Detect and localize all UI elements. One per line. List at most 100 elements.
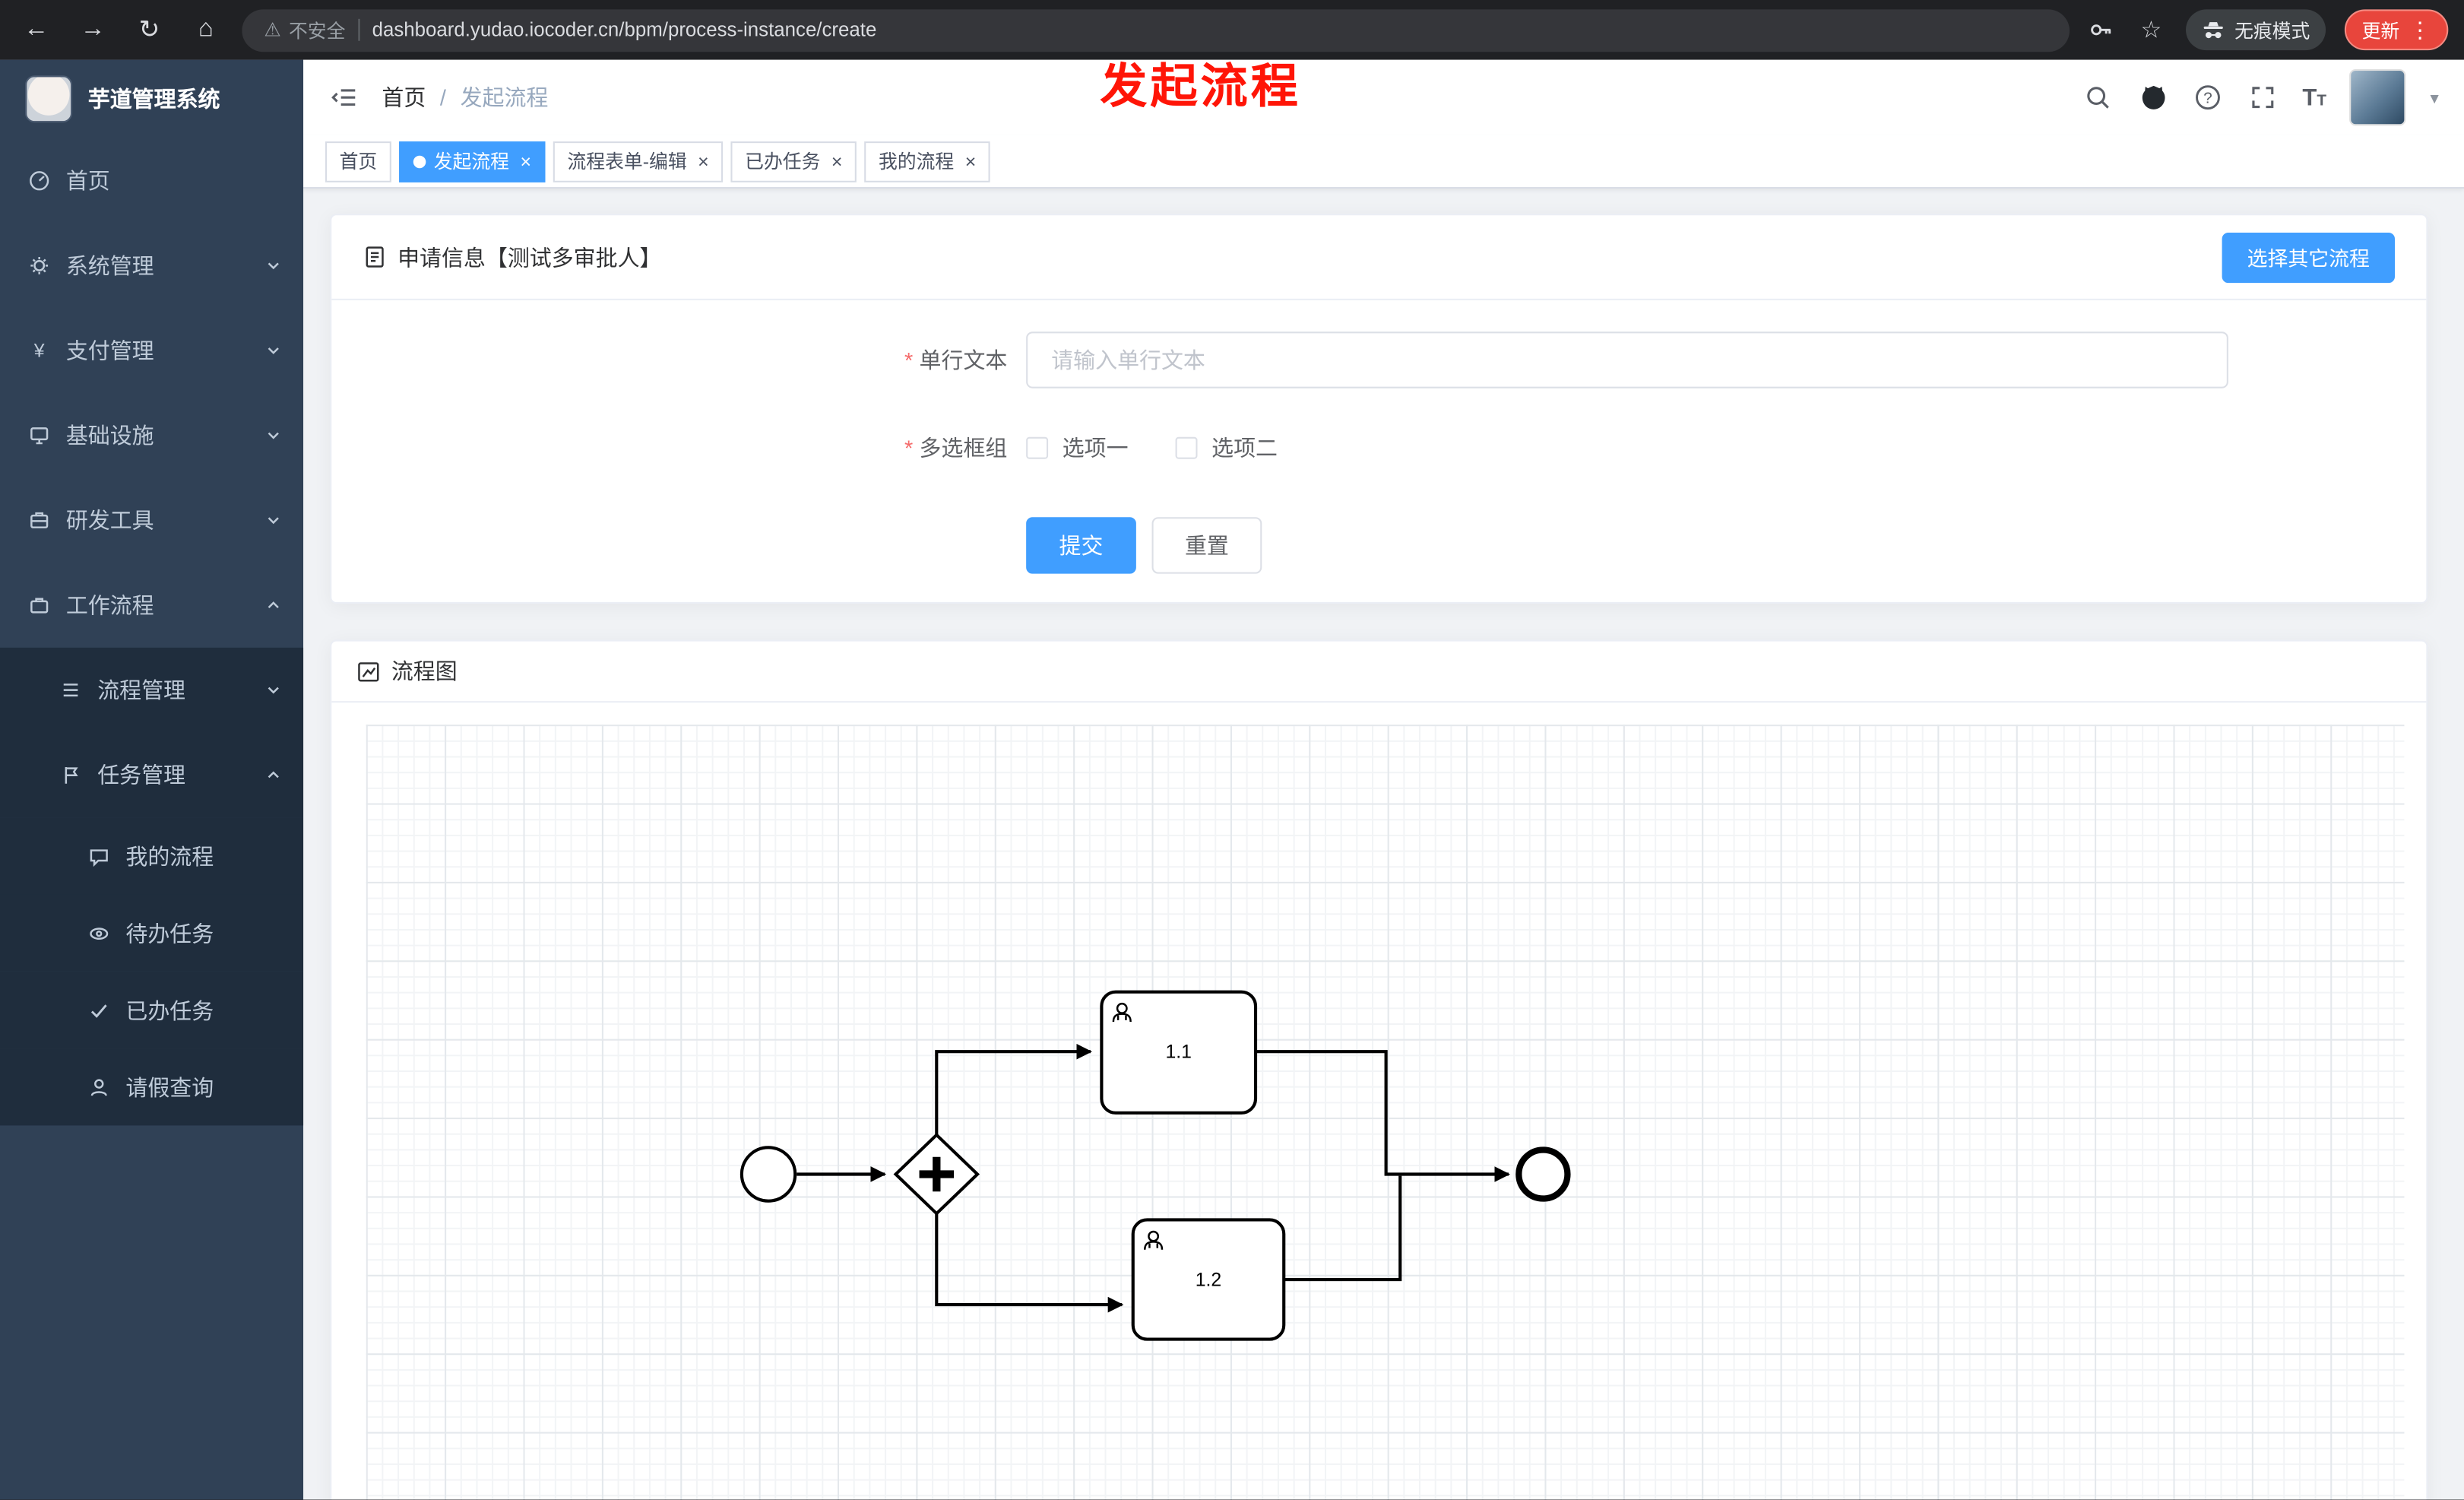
chevron-down-icon bbox=[268, 262, 279, 270]
bpmn-user-task-1-2[interactable]: 1.2 bbox=[1131, 1218, 1286, 1341]
forward-icon[interactable]: → bbox=[80, 15, 106, 43]
eye-icon bbox=[90, 927, 109, 939]
back-icon[interactable]: ← bbox=[24, 15, 49, 43]
incognito-label: 无痕模式 bbox=[2234, 19, 2310, 42]
document-icon bbox=[366, 246, 384, 268]
sidebar-item-payment-management[interactable]: ¥ 支付管理 bbox=[0, 308, 303, 393]
tab-done-tasks[interactable]: 已办任务 × bbox=[730, 141, 857, 182]
active-tab-dot bbox=[413, 154, 426, 168]
checkbox-group-label: *多选框组 bbox=[904, 435, 1008, 461]
reload-icon[interactable]: ↻ bbox=[138, 17, 160, 44]
browser-chrome: ← → ↻ ⌂ ⚠ 不安全 dashboard.yudao.iocoder.cn… bbox=[0, 0, 2464, 60]
help-icon[interactable]: ? bbox=[2193, 82, 2224, 113]
github-icon[interactable] bbox=[2137, 82, 2168, 113]
user-task-icon bbox=[1112, 1002, 1132, 1023]
checkbox-option-1[interactable]: 选项一 bbox=[1026, 433, 1129, 464]
bpmn-sequence-flow[interactable] bbox=[1256, 1050, 1510, 1182]
sidebar-item-leave-query[interactable]: 请假查询 bbox=[0, 1048, 304, 1126]
annotation-title: 发起流程 bbox=[1100, 61, 1301, 113]
sidebar-item-done-tasks[interactable]: 已办任务 bbox=[0, 971, 304, 1049]
sidebar-item-todo-tasks[interactable]: 待办任务 bbox=[0, 894, 304, 972]
bpmn-sequence-flow[interactable] bbox=[935, 1213, 1124, 1313]
reset-button[interactable]: 重置 bbox=[1151, 517, 1262, 574]
chevron-down-icon bbox=[268, 517, 279, 525]
app-title: 芋道管理系统 bbox=[87, 86, 220, 112]
chevron-down-icon bbox=[268, 687, 279, 694]
process-diagram-card: 流程图 bbox=[330, 639, 2428, 1500]
search-icon[interactable] bbox=[2082, 82, 2114, 113]
breadcrumb-current: 发起流程 bbox=[460, 84, 549, 110]
required-asterisk: * bbox=[904, 435, 914, 461]
update-button[interactable]: 更新 ⋮ bbox=[2344, 9, 2449, 51]
key-icon[interactable] bbox=[2086, 14, 2117, 46]
sidebar-item-process-management[interactable]: 流程管理 bbox=[0, 647, 304, 733]
bpmn-sequence-flow[interactable] bbox=[935, 1043, 1092, 1135]
bpmn-parallel-gateway[interactable] bbox=[893, 1132, 980, 1216]
gear-icon bbox=[30, 257, 49, 274]
single-line-text-input[interactable] bbox=[1026, 331, 2228, 388]
sidebar-item-system-management[interactable]: 系统管理 bbox=[0, 224, 303, 309]
tab-initiate-process[interactable]: 发起流程 × bbox=[399, 141, 546, 182]
svg-text:1.1: 1.1 bbox=[1165, 1042, 1191, 1062]
infrastructure-icon bbox=[30, 427, 49, 445]
tab-bar: 首页 发起流程 × 流程表单-编辑 × 已办任务 × 我的流程 × bbox=[303, 135, 2464, 189]
url-text[interactable]: dashboard.yudao.iocoder.cn/bpm/process-i… bbox=[372, 18, 877, 41]
checkbox-icon[interactable] bbox=[1026, 436, 1049, 459]
process-form: *单行文本 *多选框组 选项一 选项 bbox=[331, 300, 2426, 574]
card-title: 申请信息【测试多审批人】 bbox=[397, 244, 662, 270]
select-other-process-button[interactable]: 选择其它流程 bbox=[2222, 231, 2396, 283]
chat-icon bbox=[90, 848, 108, 867]
bpmn-diagram: 1.1 1.2 bbox=[740, 990, 1571, 1341]
bookmark-star-icon[interactable]: ☆ bbox=[2140, 17, 2162, 44]
close-icon[interactable]: × bbox=[520, 150, 531, 173]
chevron-up-icon bbox=[268, 771, 279, 779]
chevron-down-icon bbox=[268, 347, 279, 354]
bpmn-end-event[interactable] bbox=[1515, 1146, 1571, 1202]
incognito-badge: 无痕模式 bbox=[2185, 9, 2326, 51]
bpmn-user-task-1-1[interactable]: 1.1 bbox=[1100, 990, 1258, 1115]
avatar-caret-icon[interactable]: ▾ bbox=[2430, 88, 2439, 108]
user-avatar[interactable] bbox=[2350, 68, 2407, 126]
tab-form-edit[interactable]: 流程表单-编辑 × bbox=[553, 141, 724, 182]
submit-button[interactable]: 提交 bbox=[1026, 517, 1136, 574]
app-logo[interactable]: 芋道管理系统 bbox=[0, 60, 303, 138]
security-label[interactable]: 不安全 bbox=[288, 19, 346, 42]
flag-icon bbox=[65, 766, 78, 784]
sidebar-item-home[interactable]: 首页 bbox=[0, 138, 303, 224]
tab-home[interactable]: 首页 bbox=[325, 141, 391, 182]
close-icon[interactable]: × bbox=[831, 150, 843, 173]
svg-text:?: ? bbox=[2204, 90, 2213, 107]
fullscreen-icon[interactable] bbox=[2247, 82, 2279, 113]
breadcrumb: 首页 / 发起流程 bbox=[382, 82, 548, 113]
sidebar-item-workflow[interactable]: 工作流程 bbox=[0, 563, 303, 648]
dashboard-icon bbox=[30, 171, 49, 191]
breadcrumb-home[interactable]: 首页 bbox=[382, 84, 426, 110]
bpmn-start-event[interactable] bbox=[740, 1146, 797, 1203]
url-bar[interactable]: ⚠ 不安全 dashboard.yudao.iocoder.cn/bpm/pro… bbox=[242, 8, 2070, 52]
menu-kebab-icon[interactable]: ⋮ bbox=[2409, 16, 2431, 42]
bpmn-canvas[interactable]: 1.1 1.2 bbox=[366, 725, 2405, 1500]
sidebar-collapse-icon[interactable] bbox=[328, 82, 359, 113]
breadcrumb-separator: / bbox=[439, 84, 446, 110]
close-icon[interactable]: × bbox=[698, 150, 709, 173]
flowchart-icon bbox=[358, 661, 379, 681]
sidebar: 芋道管理系统 首页 系统管理 ¥ 支付管理 基础设施 研发工具 工作 bbox=[0, 59, 304, 1500]
checkbox-icon[interactable] bbox=[1175, 436, 1198, 459]
sidebar-item-dev-tools[interactable]: 研发工具 bbox=[0, 478, 303, 563]
sidebar-item-my-process[interactable]: 我的流程 bbox=[0, 817, 304, 895]
sidebar-item-infrastructure[interactable]: 基础设施 bbox=[0, 393, 303, 478]
checkbox-option-2[interactable]: 选项二 bbox=[1175, 433, 1278, 464]
user-icon bbox=[90, 1078, 107, 1096]
list-icon bbox=[63, 683, 78, 697]
bpmn-sequence-flow[interactable] bbox=[1284, 1175, 1402, 1282]
incognito-icon bbox=[2203, 21, 2223, 38]
home-icon[interactable]: ⌂ bbox=[198, 15, 214, 43]
chevron-up-icon bbox=[268, 601, 279, 609]
sidebar-item-task-management[interactable]: 任务管理 bbox=[0, 732, 304, 818]
checkbox-group: 选项一 选项二 bbox=[1026, 433, 1325, 464]
tab-my-process[interactable]: 我的流程 × bbox=[864, 141, 990, 182]
url-divider bbox=[357, 18, 360, 41]
close-icon[interactable]: × bbox=[964, 150, 977, 173]
required-asterisk: * bbox=[904, 347, 914, 373]
